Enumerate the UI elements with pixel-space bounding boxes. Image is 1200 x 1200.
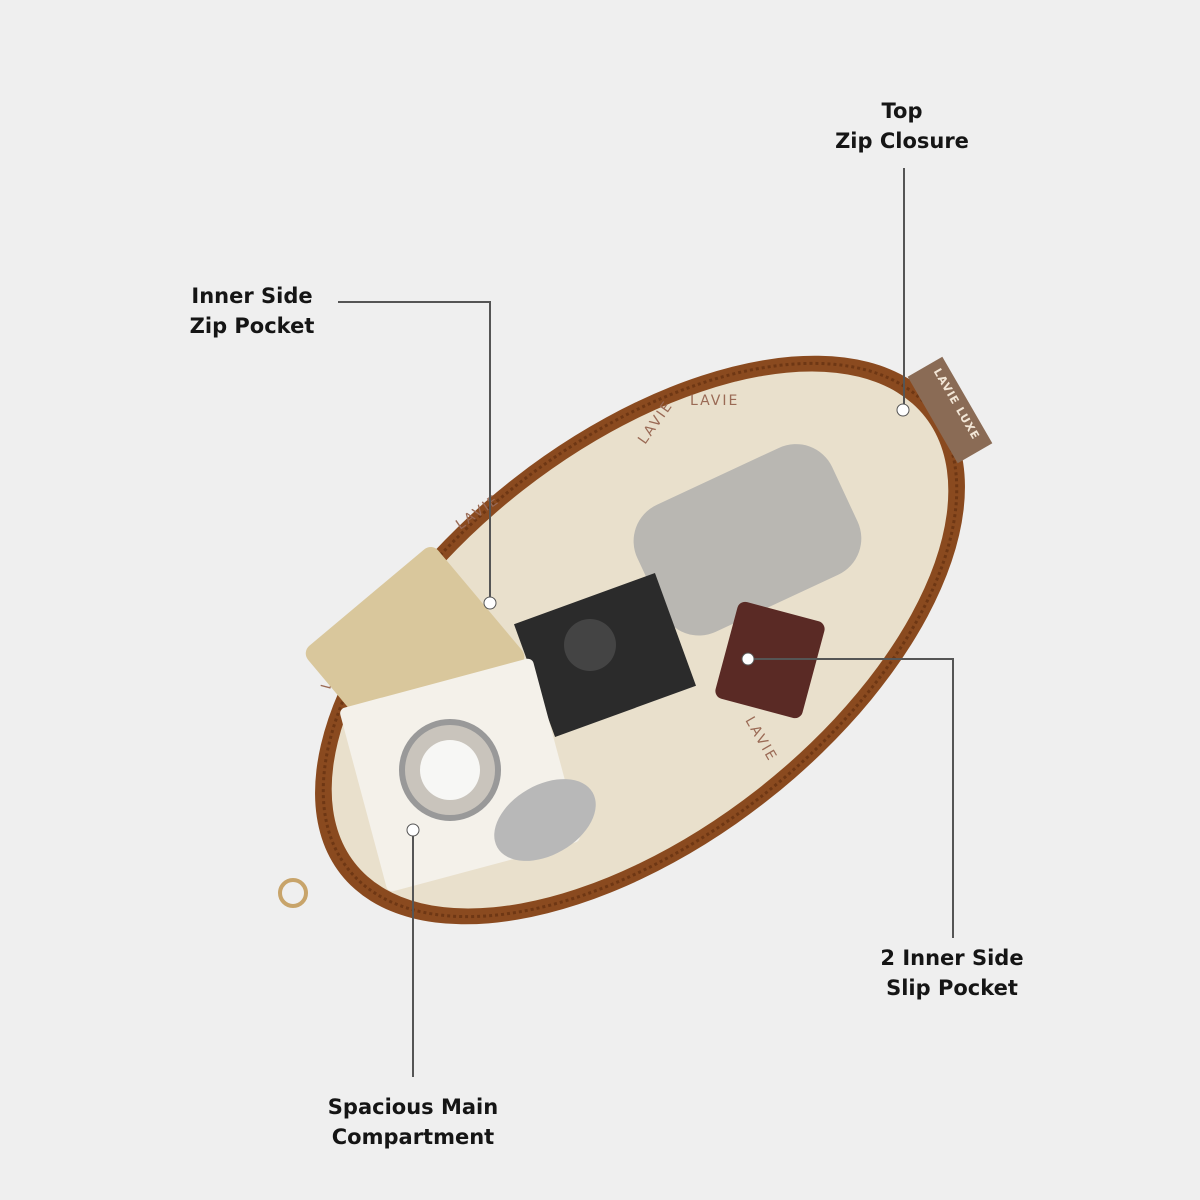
nail-clipper xyxy=(494,779,596,861)
callout-text: Compartment xyxy=(331,1125,495,1149)
callout-dot-slip-pocket xyxy=(741,652,755,666)
lining-brand-text: LAVIE xyxy=(690,393,739,409)
callout-text: Zip Closure xyxy=(835,129,969,153)
callout-text: Inner Side xyxy=(191,284,313,308)
callout-text: 2 Inner Side xyxy=(880,946,1024,970)
callout-text: Zip Pocket xyxy=(189,314,315,338)
callout-dot-top-zip xyxy=(896,403,910,417)
callout-text: Slip Pocket xyxy=(886,976,1018,1000)
compact-center xyxy=(420,740,480,800)
zip-pull-tag-body xyxy=(907,356,993,464)
callout-line-slip-pocket xyxy=(748,658,954,938)
callout-line-inner-zip xyxy=(338,301,491,603)
callout-inner-side-slip-pocket: 2 Inner Side Slip Pocket xyxy=(880,943,1023,1003)
callout-text: Spacious Main xyxy=(327,1095,499,1119)
callout-dot-inner-zip xyxy=(483,596,497,610)
bottle-cap xyxy=(564,619,616,671)
callout-dot-main-compartment xyxy=(406,823,420,837)
strap-ring xyxy=(278,878,308,908)
tin-container xyxy=(633,444,862,636)
callout-text: Top xyxy=(881,99,923,123)
callout-spacious-main-compartment: Spacious Main Compartment xyxy=(328,1092,498,1152)
callout-inner-side-zip-pocket: Inner Side Zip Pocket xyxy=(190,281,315,341)
callout-top-zip-closure: Top Zip Closure xyxy=(835,96,969,156)
